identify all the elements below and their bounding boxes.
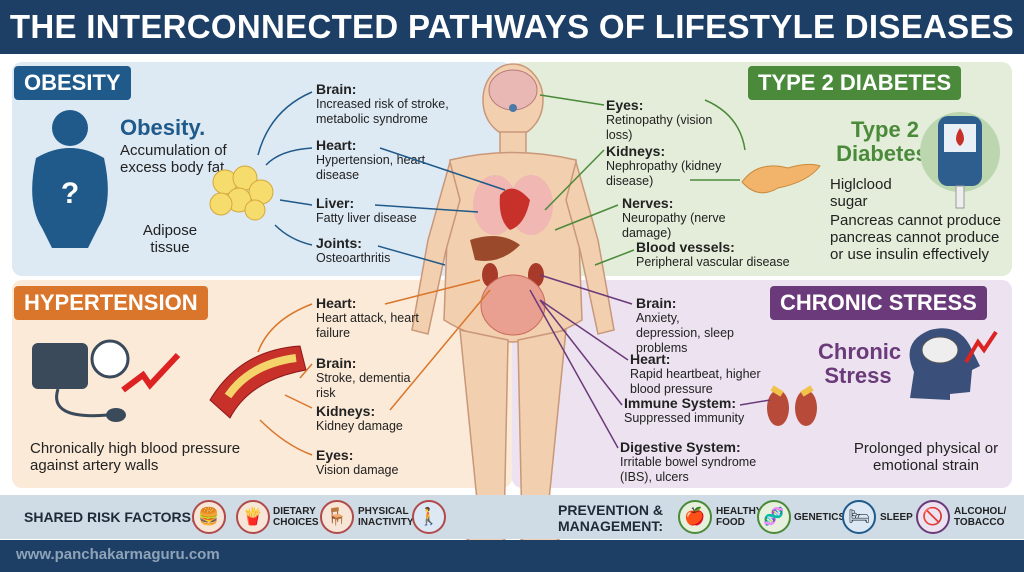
effect-text: Nephropathy (kidney disease) xyxy=(606,159,722,188)
organ-label: Brain: xyxy=(316,355,357,371)
effect-text: Peripheral vascular disease xyxy=(636,255,790,269)
effect-text: Anxiety, depression, sleep problems xyxy=(636,311,734,355)
effect-text: Retinopathy (vision loss) xyxy=(606,113,713,142)
genetics-label: GENETICS xyxy=(794,512,846,523)
walking-person-icon: 🚶 xyxy=(412,500,446,534)
diabetes-effect-kidneys: Kidneys:Nephropathy (kidney disease) xyxy=(606,144,736,189)
effect-text: Osteoarthritis xyxy=(316,251,391,265)
organ-label: Brain: xyxy=(636,295,677,311)
stress-heading: Chronic Stress xyxy=(818,339,902,388)
effect-text: Irritable bowel syndrome (IBS), ulcers xyxy=(620,455,757,484)
diabetes-effect-nerves: Nerves:Neuropathy (nerve damage) xyxy=(622,196,742,241)
blood-pressure-monitor-icon xyxy=(32,339,181,422)
stress-effect-brain: Brain:Anxiety, depression, sleep problem… xyxy=(636,296,746,356)
hypertension-effect-heart: Heart:Heart attack, heart failure xyxy=(316,296,426,341)
fast-food-icon: 🍔 xyxy=(192,500,226,534)
sleep-icon: 🛏 xyxy=(842,500,876,534)
healthy-food-icon: 🍎 xyxy=(678,500,712,534)
fries-icon: 🍟 xyxy=(236,500,270,534)
no-alcohol-icon: 🚫 xyxy=(916,500,950,534)
diabetes-heading: Type 2 Diabetes. xyxy=(836,117,934,166)
organ-label: Heart: xyxy=(316,137,357,153)
obesity-heading: Obesity. xyxy=(120,115,206,140)
prevention-label: PREVENTION & MANAGEMENT: xyxy=(558,502,664,534)
organ-label: Digestive System: xyxy=(620,439,741,455)
effect-text: Kidney damage xyxy=(316,419,403,433)
physical-inactivity-label: PHYSICAL INACTIVITY xyxy=(358,506,414,528)
kidneys-icon xyxy=(767,385,817,426)
obesity-description: Accumulation of excess body fat. xyxy=(120,142,229,176)
organ-label: Liver: xyxy=(316,195,355,211)
svg-text:?: ? xyxy=(61,177,79,210)
effect-text: Rapid heartbeat, higher blood pressure xyxy=(630,367,761,396)
footer xyxy=(0,540,1024,572)
diabetes-effect-blood-vessels: Blood vessels:Peripheral vascular diseas… xyxy=(636,240,806,270)
alcohol-tobacco-label: ALCOHOL/ TOBACCO xyxy=(954,506,1007,528)
organ-label: Heart: xyxy=(316,295,357,311)
organ-label: Brain: xyxy=(316,81,357,97)
artery-icon xyxy=(209,345,307,419)
stress-effect-digestive: Digestive System:Irritable bowel syndrom… xyxy=(620,440,780,485)
obesity-effect-liver: Liver:Fatty liver disease xyxy=(316,196,456,226)
hypertension-effect-kidneys: Kidneys:Kidney damage xyxy=(316,404,426,434)
healthy-food-label: HEALTHY FOOD xyxy=(716,506,763,528)
effect-text: Hypertension, heart disease xyxy=(316,153,426,182)
shared-risk-factors-label: SHARED RISK FACTORS: xyxy=(24,509,196,525)
stressed-head-icon xyxy=(909,328,998,400)
liver-icon xyxy=(470,236,520,261)
stress-effect-immune: Immune System:Suppressed immunity xyxy=(624,396,754,426)
adipose-tissue-label: Adipose tissue xyxy=(142,222,198,256)
effect-text: Increased risk of stroke, metabolic synd… xyxy=(316,97,449,126)
hypertension-description: Chronically high blood pressure against … xyxy=(30,440,241,474)
obesity-effect-heart: Heart:Hypertension, heart disease xyxy=(316,138,446,183)
rising-arrow-icon xyxy=(121,352,181,393)
organ-label: Eyes: xyxy=(316,447,354,463)
organ-label: Eyes: xyxy=(606,97,644,113)
dna-icon: 🧬 xyxy=(757,500,791,534)
stress-effect-heart: Heart:Rapid heartbeat, higher blood pres… xyxy=(630,352,780,397)
website-link[interactable]: www.panchakarmaguru.com xyxy=(16,546,220,563)
diabetes-description: Pancreas cannot produce pancreas cannot … xyxy=(830,212,1001,263)
pancreas-icon xyxy=(741,163,821,194)
organ-label: Kidneys: xyxy=(606,143,666,159)
page-title: THE INTERCONNECTED PATHWAYS OF LIFESTYLE… xyxy=(0,0,1024,54)
obesity-effect-brain: Brain:Increased risk of stroke, metaboli… xyxy=(316,82,486,127)
effect-text: Suppressed immunity xyxy=(624,411,745,425)
organ-label: Immune System: xyxy=(624,395,737,411)
effect-text: Heart attack, heart failure xyxy=(316,311,419,340)
effect-text: Stroke, dementia risk xyxy=(316,371,411,400)
organ-label: Joints: xyxy=(316,235,362,251)
obese-person-icon: ? xyxy=(32,110,108,248)
sitting-person-icon: 🪑 xyxy=(320,500,354,534)
adipose-tissue-icon xyxy=(209,165,274,221)
obesity-tag: OBESITY xyxy=(14,66,131,100)
obesity-effect-joints: Joints:Osteoarthritis xyxy=(316,236,456,266)
hypertension-tag: HYPERTENSION xyxy=(14,286,208,320)
stress-tag: CHRONIC STRESS xyxy=(770,286,987,320)
blood-sugar-label: Higlclood sugar xyxy=(830,176,892,210)
organ-label: Nerves: xyxy=(622,195,674,211)
organ-label: Kidneys: xyxy=(316,403,376,419)
glucose-meter-icon xyxy=(920,112,1000,209)
organ-label: Blood vessels: xyxy=(636,239,735,255)
diabetes-tag: TYPE 2 DIABETES xyxy=(748,66,962,100)
effect-text: Fatty liver disease xyxy=(316,211,417,225)
heart-icon xyxy=(499,188,530,230)
organ-label: Heart: xyxy=(630,351,671,367)
dietary-choices-label: DIETARY CHOICES xyxy=(273,506,319,528)
sleep-label: SLEEP xyxy=(880,512,913,523)
effect-text: Neuropathy (nerve damage) xyxy=(622,211,726,240)
diabetes-effect-eyes: Eyes:Retinopathy (vision loss) xyxy=(606,98,736,143)
stress-description: Prolonged physical or emotional strain xyxy=(853,440,999,474)
hypertension-effect-brain: Brain:Stroke, dementia risk xyxy=(316,356,416,401)
effect-text: Vision damage xyxy=(316,463,399,477)
hypertension-effect-eyes: Eyes:Vision damage xyxy=(316,448,426,478)
